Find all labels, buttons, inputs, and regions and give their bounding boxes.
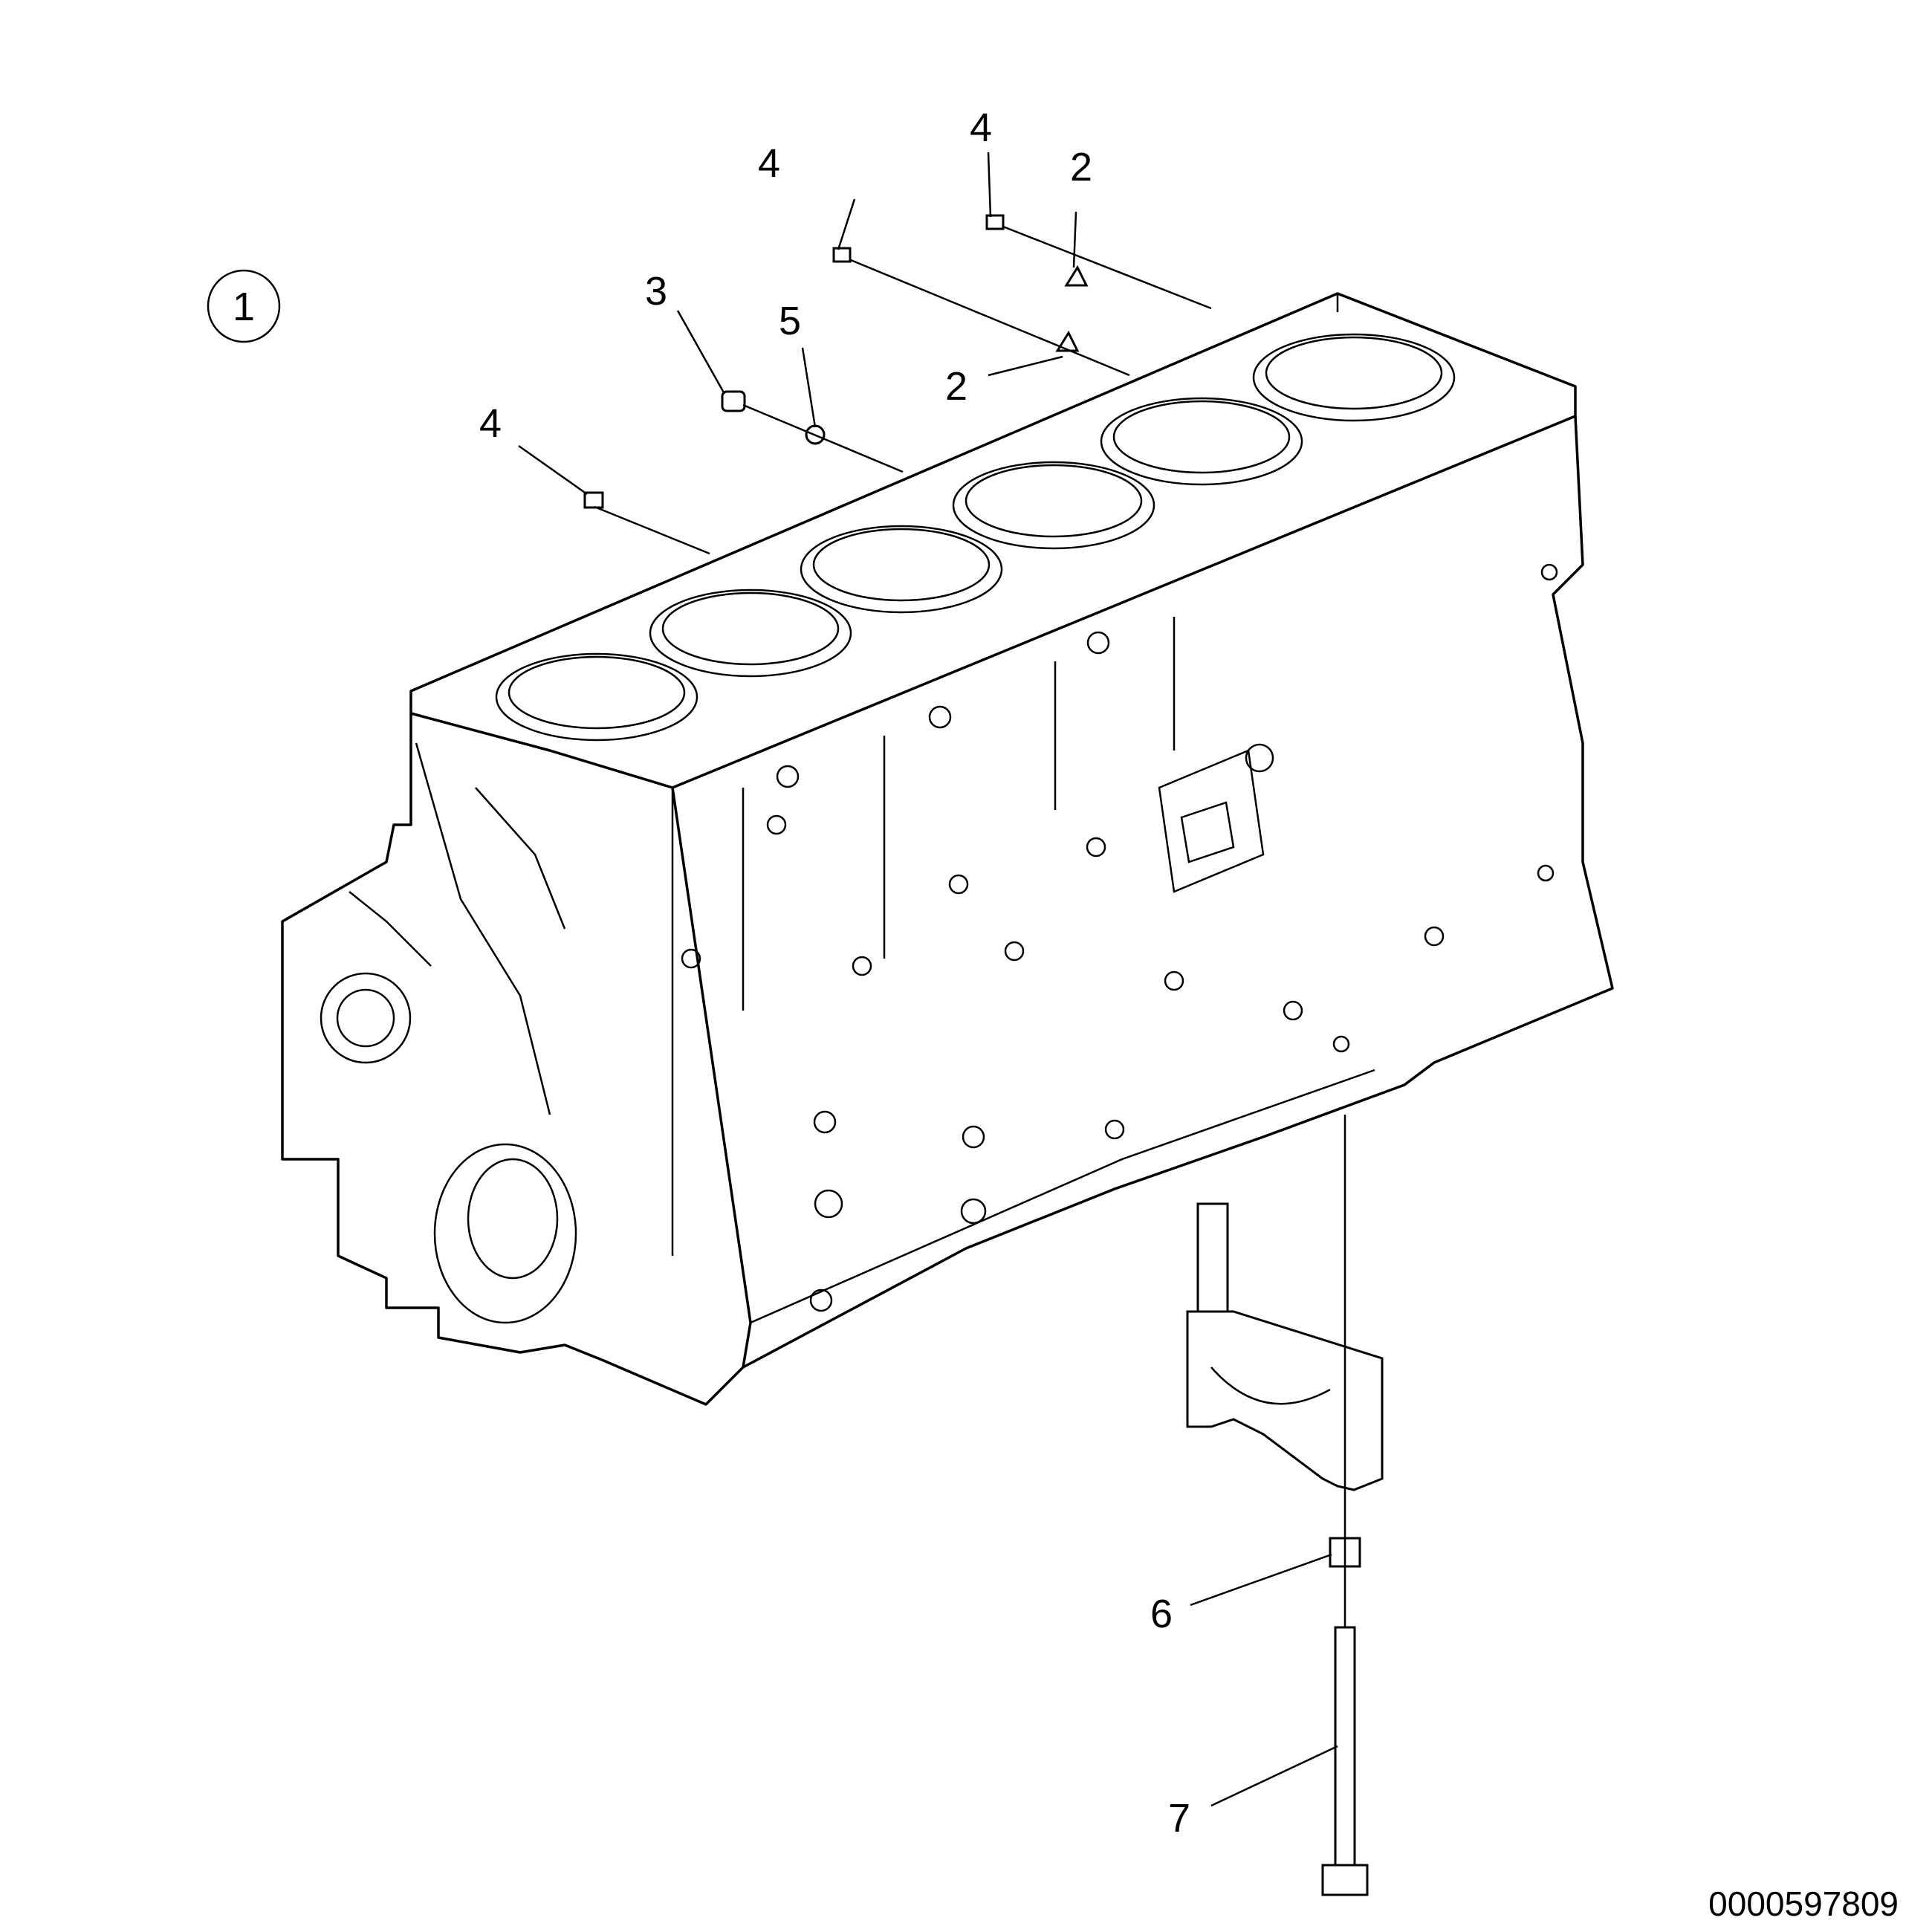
callout-7: 7 xyxy=(1168,1796,1190,1841)
dowel-item-2b xyxy=(1055,330,1080,352)
bolt-item-7 xyxy=(1321,1626,1369,1896)
callout-5: 5 xyxy=(779,299,801,343)
plug-item-4b xyxy=(832,247,852,263)
callout-2-top: 2 xyxy=(1070,145,1092,189)
callout-2-mid: 2 xyxy=(945,364,967,409)
main-bearing-cap xyxy=(1186,1202,1384,1491)
callout-4-top: 4 xyxy=(970,106,992,150)
assembly-marker-label: 1 xyxy=(233,285,255,329)
callout-6: 6 xyxy=(1150,1592,1173,1636)
assembly-marker: 1 xyxy=(207,269,281,343)
cylinder-block xyxy=(281,292,1614,1406)
plug-item-3 xyxy=(721,390,746,412)
callout-3: 3 xyxy=(645,269,667,314)
dowel-item-2a xyxy=(1064,265,1089,287)
plug-item-4c xyxy=(985,214,1005,230)
callout-4-left-mid: 4 xyxy=(758,141,780,186)
explosion-lines xyxy=(594,225,1346,1627)
deck-hardware xyxy=(583,214,1089,509)
callout-4-left: 4 xyxy=(479,401,502,446)
drawing-number: 0000597809 xyxy=(1708,1884,1899,1923)
leader-lines xyxy=(518,152,1338,1807)
cylinder-bores xyxy=(495,333,1456,742)
plug-item-4a xyxy=(583,491,604,509)
callouts: 4 4 2 3 5 2 4 6 7 xyxy=(479,106,1190,1841)
